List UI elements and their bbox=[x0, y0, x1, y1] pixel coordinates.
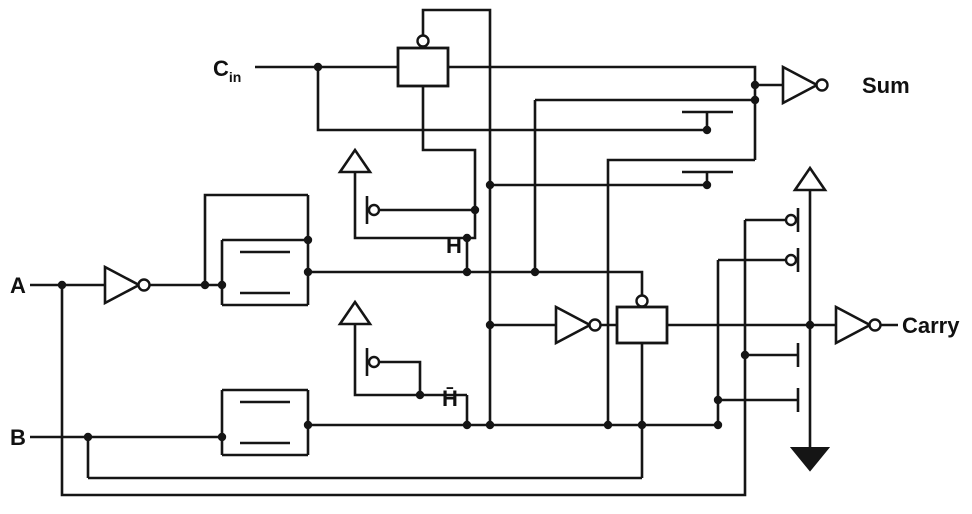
inverter-carry-out bbox=[834, 304, 882, 346]
label-carry: Carry bbox=[902, 313, 960, 338]
junction-dot bbox=[485, 320, 495, 330]
tg1-bubble-icon bbox=[416, 34, 430, 48]
junction-dot bbox=[462, 420, 472, 430]
junction-dot bbox=[83, 432, 93, 442]
label-cin-sub: in bbox=[229, 69, 241, 85]
junction-dot bbox=[702, 180, 712, 190]
junction-dot bbox=[740, 350, 750, 360]
junction-dot bbox=[702, 125, 712, 135]
pmos-h-bubble-icon bbox=[367, 203, 381, 217]
junction-dot bbox=[415, 390, 425, 400]
wire-pass-loop bbox=[203, 193, 308, 285]
wire-tg2-top-control bbox=[535, 270, 644, 295]
junction-dot bbox=[713, 420, 723, 430]
vdd-symbol-3 bbox=[792, 165, 828, 192]
label-cin: Cin bbox=[213, 56, 241, 85]
tg2-box bbox=[615, 305, 669, 345]
tg1-box bbox=[396, 46, 450, 88]
inverter-sum-triangle-icon bbox=[781, 64, 820, 106]
junction-dots bbox=[57, 62, 815, 442]
inverter-carry-pre-bubble-icon bbox=[588, 318, 602, 332]
junction-dot bbox=[303, 235, 313, 245]
junction-dot bbox=[303, 420, 313, 430]
inverter-a-triangle-icon bbox=[103, 264, 142, 306]
junction-dot bbox=[217, 432, 227, 442]
junction-dot bbox=[485, 420, 495, 430]
label-sum: Sum bbox=[862, 73, 910, 98]
vdd-symbol-2 bbox=[337, 299, 373, 326]
pmos-keeper-hbar bbox=[337, 299, 381, 380]
junction-dot bbox=[470, 205, 480, 215]
sum-mux-transistors bbox=[682, 110, 733, 174]
transmission-gate-carry bbox=[615, 294, 669, 345]
pmos-keeper-h bbox=[337, 147, 381, 228]
wire-cinbar-rail bbox=[421, 8, 492, 425]
stack-pmos-bubble-1-icon bbox=[784, 213, 798, 227]
junction-dot bbox=[200, 280, 210, 290]
junction-dot bbox=[303, 267, 313, 277]
junction-dot bbox=[485, 180, 495, 190]
wire-sum-node bbox=[448, 65, 757, 160]
inverter-a bbox=[103, 264, 151, 306]
inverter-carry-pre bbox=[554, 304, 602, 346]
junction-dot bbox=[530, 267, 540, 277]
vdd-symbol-1 bbox=[337, 147, 373, 174]
stack-pmos-bubble-2-icon bbox=[784, 253, 798, 267]
junction-dot bbox=[713, 395, 723, 405]
wire-cin-control bbox=[316, 67, 709, 132]
label-h: H bbox=[446, 233, 462, 258]
inverter-carry-out-bubble-icon bbox=[868, 318, 882, 332]
inverter-sum-bubble-icon bbox=[815, 78, 829, 92]
carry-output-stack bbox=[784, 165, 831, 472]
inverter-carry-out-triangle-icon bbox=[834, 304, 873, 346]
junction-dot bbox=[462, 267, 472, 277]
transmission-gate-cin bbox=[396, 34, 450, 88]
wire-tg1-bottom-control bbox=[421, 86, 477, 240]
junction-dot bbox=[313, 62, 323, 72]
labels: Cin Sum A B H H̄ Carry bbox=[10, 56, 960, 450]
ground-symbol bbox=[789, 447, 831, 472]
junction-dot bbox=[750, 95, 760, 105]
junction-dot bbox=[750, 80, 760, 90]
label-h-bar: H̄ bbox=[442, 386, 458, 411]
wire-mux-lower-channel bbox=[606, 158, 755, 425]
junction-dot bbox=[805, 320, 815, 330]
label-b: B bbox=[10, 425, 26, 450]
inverter-a-bubble-icon bbox=[137, 278, 151, 292]
inverter-sum bbox=[781, 64, 829, 106]
inverter-carry-pre-triangle-icon bbox=[554, 304, 593, 346]
junction-dot bbox=[217, 280, 227, 290]
tg2-bubble-icon bbox=[635, 294, 649, 308]
junction-dot bbox=[57, 280, 67, 290]
junction-dot bbox=[603, 420, 613, 430]
wire-hbar-pullup-gate bbox=[379, 360, 422, 395]
junction-dot bbox=[637, 420, 647, 430]
wire-h-pullup-drain bbox=[353, 228, 467, 240]
wire-hbar-pullup-drain bbox=[353, 380, 467, 397]
wires bbox=[30, 8, 898, 497]
junction-dot bbox=[462, 233, 472, 243]
label-cin-main: C bbox=[213, 56, 229, 81]
label-a: A bbox=[10, 273, 26, 298]
pmos-hbar-bubble-icon bbox=[367, 355, 381, 369]
